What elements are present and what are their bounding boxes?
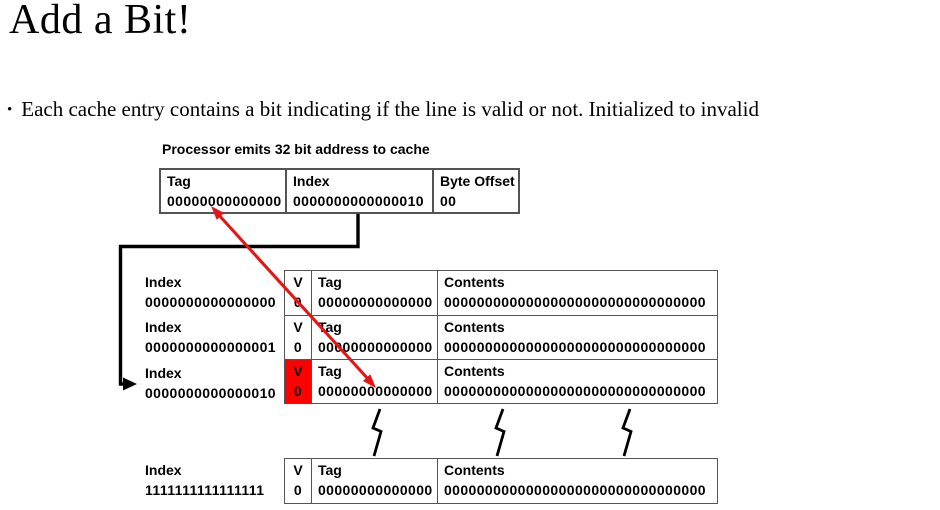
tag-value: 00000000000000 xyxy=(318,339,433,355)
valid-bit-cell: V 0 xyxy=(285,271,312,315)
address-byteoffset-label: Byte Offset xyxy=(440,173,515,189)
contents-value: 00000000000000000000000000000000 xyxy=(444,339,706,355)
index-label-row-2: Index 0000000000000010 xyxy=(145,363,281,403)
valid-bit-cell: V 0 xyxy=(285,459,312,503)
index-header: Index xyxy=(145,319,182,335)
contents-header: Contents xyxy=(444,274,505,290)
valid-header: V xyxy=(293,363,303,379)
index-label-row-0: Index 0000000000000000 xyxy=(145,272,281,312)
contents-value: 00000000000000000000000000000000 xyxy=(444,482,706,498)
contents-cell: Contents 0000000000000000000000000000000… xyxy=(438,316,717,359)
cache-row-3: V 0 Tag 00000000000000 Contents 00000000… xyxy=(285,459,717,503)
slide-title: Add a Bit! xyxy=(9,0,192,43)
cache-table: V 0 Tag 00000000000000 Contents 00000000… xyxy=(284,270,718,404)
tag-cell: Tag 00000000000000 xyxy=(312,271,438,315)
address-index-cell: Index 0000000000000010 xyxy=(285,170,432,212)
row-break-squiggle xyxy=(371,408,383,457)
tag-header: Tag xyxy=(318,319,342,335)
contents-value: 00000000000000000000000000000000 xyxy=(444,294,706,310)
valid-header: V xyxy=(293,319,303,335)
index-label-row-3: Index 1111111111111111 xyxy=(145,460,281,500)
bullet-icon: • xyxy=(7,102,13,118)
index-header: Index xyxy=(145,365,182,381)
contents-cell: Contents 0000000000000000000000000000000… xyxy=(438,459,717,503)
bullet-line: • Each cache entry contains a bit indicat… xyxy=(7,97,939,122)
row-break-squiggle xyxy=(621,408,633,457)
index-header: Index xyxy=(145,274,182,290)
address-caption: Processor emits 32 bit address to cache xyxy=(162,141,430,157)
address-byteoffset-value: 00 xyxy=(440,193,457,209)
tag-header: Tag xyxy=(318,274,342,290)
address-tag-cell: Tag 00000000000000 xyxy=(161,170,285,212)
contents-header: Contents xyxy=(444,462,505,478)
index-feed-arrowhead-icon xyxy=(123,377,137,391)
index-value: 0000000000000001 xyxy=(145,339,276,355)
valid-value: 0 xyxy=(293,383,303,399)
valid-value: 0 xyxy=(293,339,303,355)
index-header: Index xyxy=(145,462,182,478)
cache-row-0: V 0 Tag 00000000000000 Contents 00000000… xyxy=(285,271,717,315)
tag-value: 00000000000000 xyxy=(318,482,433,498)
tag-cell: Tag 00000000000000 xyxy=(312,316,438,359)
tag-cell: Tag 00000000000000 xyxy=(312,459,438,503)
index-label-row-1: Index 0000000000000001 xyxy=(145,317,281,357)
valid-bit-cell-highlighted: V 0 xyxy=(285,360,312,403)
tag-value: 00000000000000 xyxy=(318,294,433,310)
cache-table-last-row: V 0 Tag 00000000000000 Contents 00000000… xyxy=(284,458,718,504)
contents-value: 00000000000000000000000000000000 xyxy=(444,383,706,399)
index-value: 0000000000000000 xyxy=(145,294,276,310)
row-break-squiggle xyxy=(494,408,506,457)
address-box: Tag 00000000000000 Index 000000000000001… xyxy=(159,168,520,214)
tag-header: Tag xyxy=(318,462,342,478)
bullet-text: Each cache entry contains a bit indicati… xyxy=(21,97,759,121)
contents-cell: Contents 0000000000000000000000000000000… xyxy=(438,271,717,315)
valid-header: V xyxy=(293,462,303,478)
valid-value: 0 xyxy=(293,482,303,498)
tag-value: 00000000000000 xyxy=(318,383,433,399)
cache-row-2: V 0 Tag 00000000000000 Contents 00000000… xyxy=(285,359,717,403)
tag-cell: Tag 00000000000000 xyxy=(312,360,438,403)
contents-cell: Contents 0000000000000000000000000000000… xyxy=(438,360,717,403)
index-value: 0000000000000010 xyxy=(145,385,276,401)
address-index-value: 0000000000000010 xyxy=(293,193,424,209)
valid-header: V xyxy=(293,274,303,290)
tag-header: Tag xyxy=(318,363,342,379)
address-byteoffset-cell: Byte Offset 00 xyxy=(432,170,518,212)
address-index-label: Index xyxy=(293,173,330,189)
contents-header: Contents xyxy=(444,319,505,335)
address-tag-label: Tag xyxy=(167,173,191,189)
valid-value: 0 xyxy=(293,294,303,310)
address-tag-value: 00000000000000 xyxy=(167,193,282,209)
valid-bit-cell: V 0 xyxy=(285,316,312,359)
index-value: 1111111111111111 xyxy=(145,482,265,498)
cache-row-1: V 0 Tag 00000000000000 Contents 00000000… xyxy=(285,315,717,359)
contents-header: Contents xyxy=(444,363,505,379)
